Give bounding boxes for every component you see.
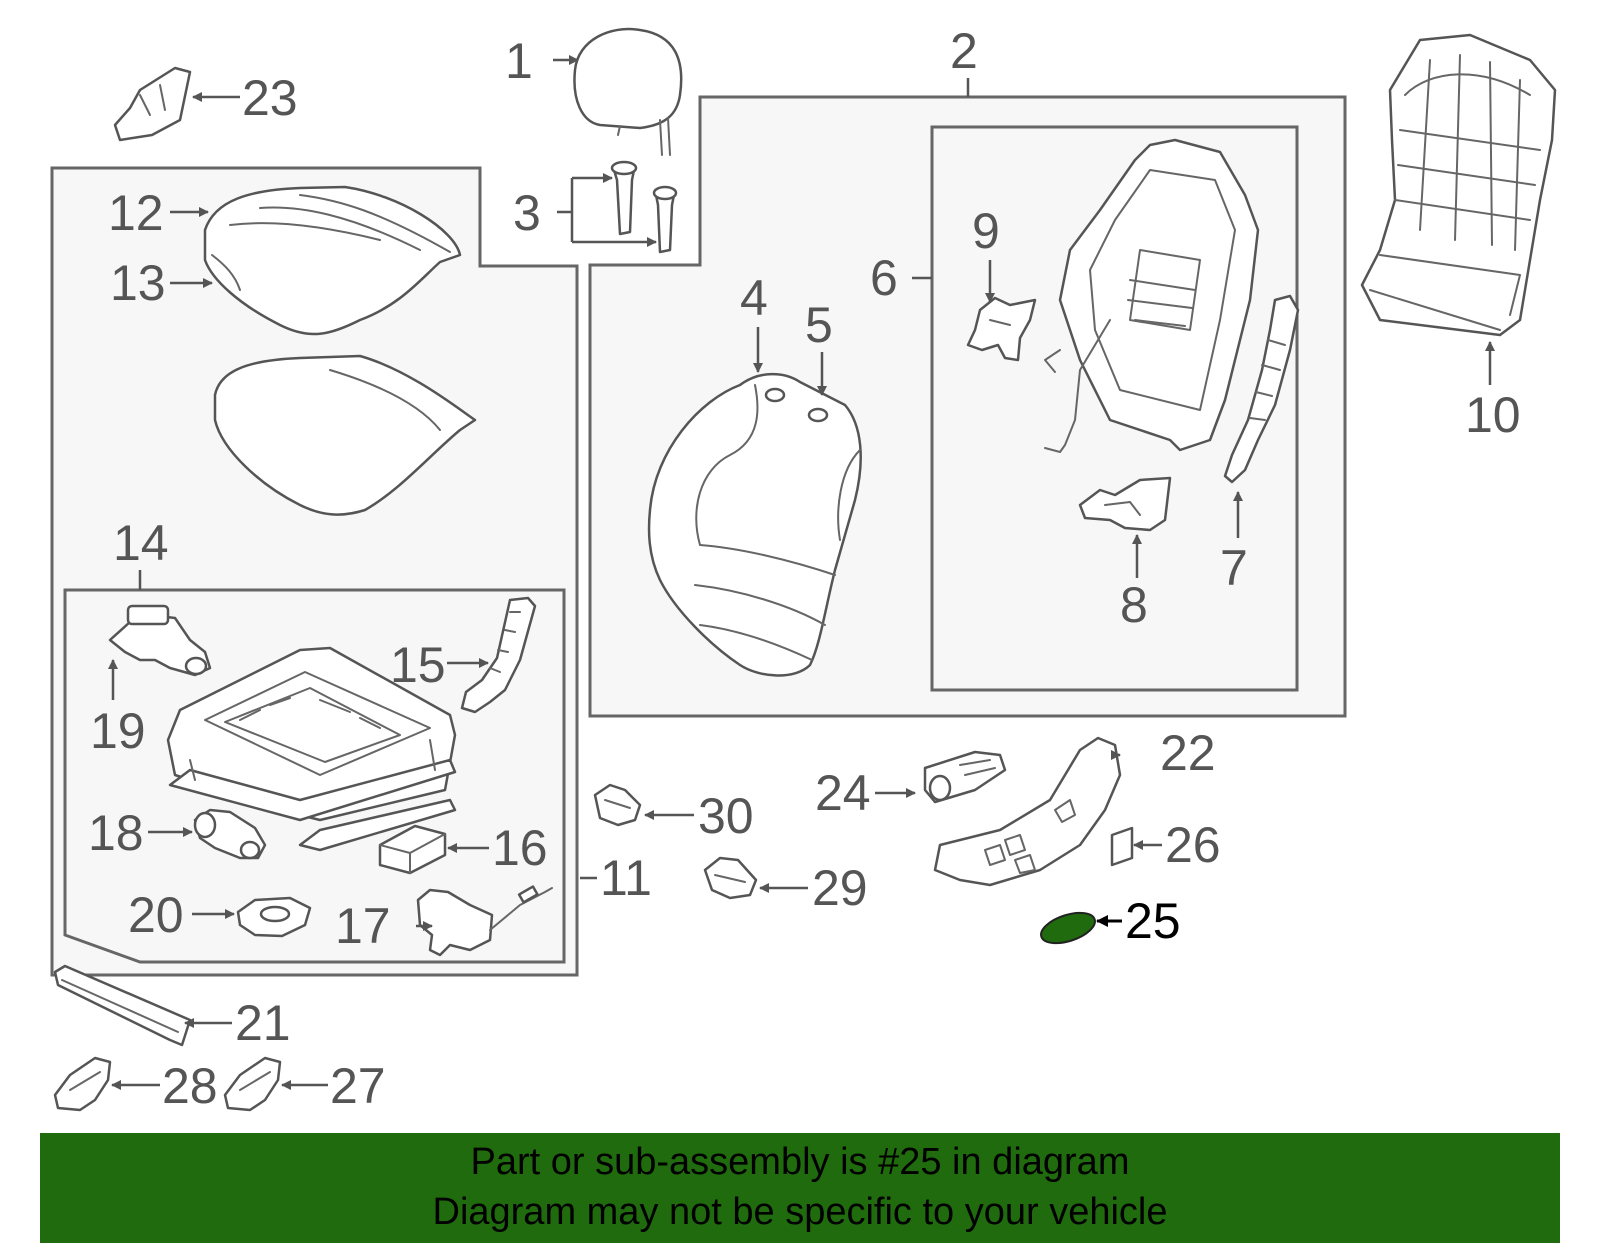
rail-end-cover-right xyxy=(223,1056,282,1112)
front-trim-bar xyxy=(53,964,192,1047)
callout-25[interactable]: 25 xyxy=(1125,893,1181,949)
callout-26[interactable]: 26 xyxy=(1165,817,1221,873)
callout-21[interactable]: 21 xyxy=(235,995,291,1051)
callout-28[interactable]: 28 xyxy=(162,1058,218,1114)
banner-line-part: Part or sub-assembly is #25 in diagram xyxy=(470,1141,1130,1183)
tilt-motor xyxy=(416,885,553,957)
seat-control-module xyxy=(378,824,447,875)
callout-5[interactable]: 5 xyxy=(805,297,833,353)
seat-side-bracket xyxy=(460,596,537,714)
callout-16[interactable]: 16 xyxy=(492,820,548,876)
callout-15[interactable]: 15 xyxy=(390,637,446,693)
callout-10[interactable]: 10 xyxy=(1465,387,1521,443)
callout-20[interactable]: 20 xyxy=(128,887,184,943)
seat-switch xyxy=(923,750,1007,804)
highlighted-part-25[interactable] xyxy=(1037,907,1098,949)
callout-numbers: 1 2 3 4 5 6 7 8 9 10 11 12 13 14 15 16 1… xyxy=(88,23,1521,1114)
side-trim-clip xyxy=(113,66,192,142)
callout-7[interactable]: 7 xyxy=(1220,540,1248,596)
cushion-cover xyxy=(203,185,462,336)
callout-30[interactable]: 30 xyxy=(698,788,754,844)
seatback-cover xyxy=(647,372,862,677)
callout-12[interactable]: 12 xyxy=(108,185,164,241)
callout-14[interactable]: 14 xyxy=(113,515,169,571)
trim-clip-26 xyxy=(1110,826,1134,867)
callout-22[interactable]: 22 xyxy=(1160,725,1216,781)
callout-19[interactable]: 19 xyxy=(90,703,146,759)
callout-1[interactable]: 1 xyxy=(505,33,533,89)
seatback-bracket-lower xyxy=(1078,476,1172,532)
callout-18[interactable]: 18 xyxy=(88,805,144,861)
callout-13[interactable]: 13 xyxy=(110,255,166,311)
seat-side-shield xyxy=(933,736,1122,887)
callout-11[interactable]: 11 xyxy=(600,850,652,906)
callout-24[interactable]: 24 xyxy=(815,765,871,821)
recliner-gear xyxy=(236,896,312,938)
callout-3[interactable]: 3 xyxy=(513,185,541,241)
callout-9[interactable]: 9 xyxy=(972,203,1000,259)
callout-17[interactable]: 17 xyxy=(335,898,391,954)
headrest-guides xyxy=(610,160,678,254)
headrest xyxy=(573,27,683,156)
leader-lines xyxy=(108,55,1495,1090)
height-adjust-motor xyxy=(108,604,212,677)
callout-23[interactable]: 23 xyxy=(242,70,298,126)
callout-2[interactable]: 2 xyxy=(950,23,978,79)
part-info-banner: Part or sub-assembly is #25 in diagram D… xyxy=(40,1133,1560,1243)
callout-4[interactable]: 4 xyxy=(740,270,768,326)
seat-parts-diagram: 1 2 3 4 5 6 7 8 9 10 11 12 13 14 15 16 1… xyxy=(50,23,1557,1114)
clip-30 xyxy=(593,783,642,827)
banner-line-disclaimer: Diagram may not be specific to your vehi… xyxy=(432,1191,1168,1233)
seatback-rear-panel xyxy=(1360,33,1557,337)
slide-motor xyxy=(193,808,267,860)
seatback-bracket-upper xyxy=(966,296,1037,362)
side-airbag-module xyxy=(1223,294,1300,484)
callout-27[interactable]: 27 xyxy=(330,1058,386,1114)
rail-end-cover-left xyxy=(53,1056,112,1112)
seatback-frame xyxy=(1044,138,1260,453)
seat-track-frame xyxy=(166,646,457,852)
callout-8[interactable]: 8 xyxy=(1120,577,1148,633)
cushion-pad xyxy=(213,354,477,516)
callout-6[interactable]: 6 xyxy=(870,250,898,306)
callout-29[interactable]: 29 xyxy=(812,860,868,916)
clip-29 xyxy=(703,856,758,900)
